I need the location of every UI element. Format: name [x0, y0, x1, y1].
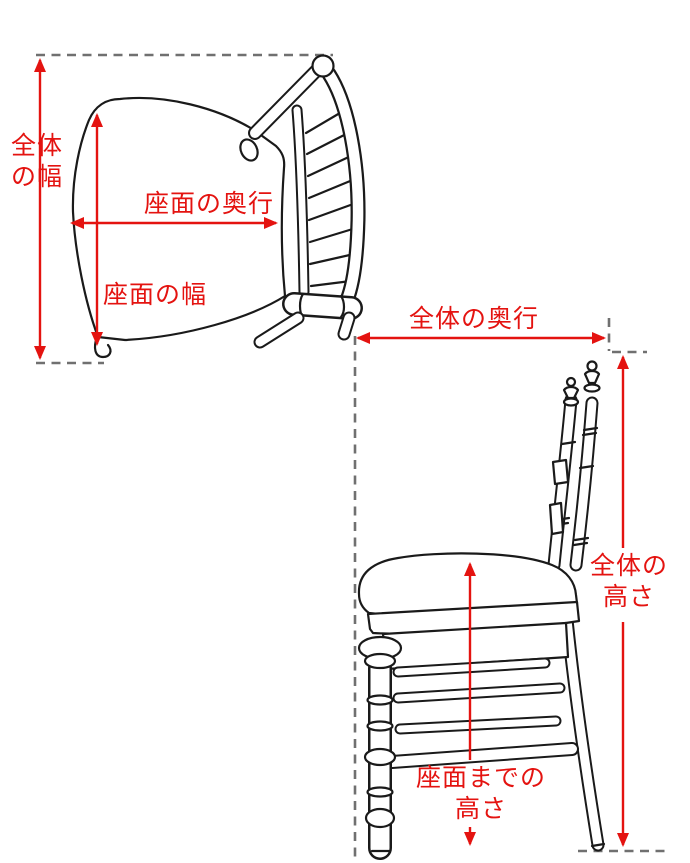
seat-height-label-line2: 高さ	[454, 794, 507, 823]
seat-height-label: 座面までの 高さ	[412, 763, 550, 824]
side-view-chair-drawing	[357, 360, 606, 860]
seat-width-label: 座面の幅	[103, 281, 208, 309]
side-view-front-finial	[562, 376, 580, 407]
overall-width-label-line1: 全体	[10, 132, 63, 160]
side-view-back-bracket-lower	[548, 501, 565, 536]
overall-height-label-line1: 全体の	[589, 552, 668, 580]
side-view-rear-finial	[583, 360, 601, 393]
overall-depth-label: 全体の奥行	[409, 305, 540, 333]
side-view-stretchers	[385, 657, 579, 769]
overall-width-label: 全体 の幅	[7, 131, 67, 192]
guide-lines	[36, 53, 667, 858]
overall-width-label-line2: の幅	[10, 162, 63, 191]
side-view-back-bracket-upper	[551, 458, 570, 486]
top-view-back-slats	[304, 108, 358, 288]
top-view-chair-drawing	[71, 54, 366, 359]
top-view-arm-joint	[239, 138, 259, 162]
top-view-back-knob	[311, 54, 335, 78]
overall-height-label: 全体の 高さ	[587, 551, 671, 612]
side-view-front-leg	[357, 635, 403, 860]
overall-height-label-line2: 高さ	[602, 582, 655, 611]
dimension-arrows	[34, 58, 629, 847]
seat-height-label-line1: 座面までの	[415, 764, 546, 792]
seat-depth-label: 座面の奥行	[144, 190, 275, 218]
